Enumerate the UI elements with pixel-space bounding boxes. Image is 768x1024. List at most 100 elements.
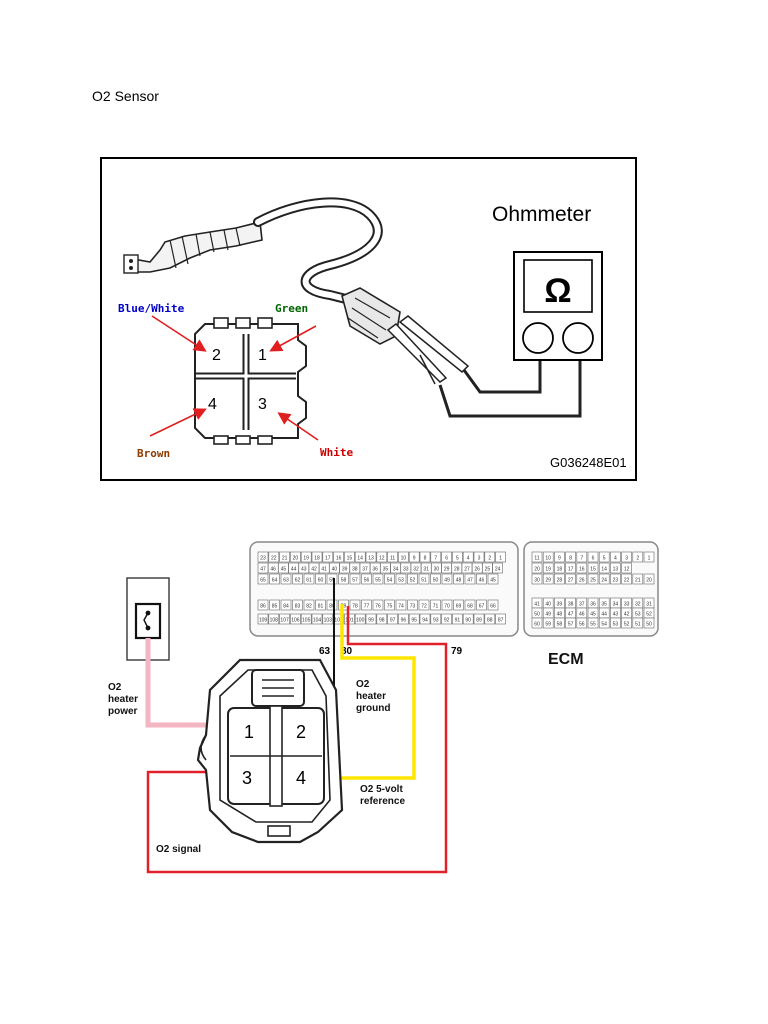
- ecm-pin-cell: [587, 573, 599, 585]
- ecm-pin-cell: [344, 613, 355, 625]
- ecm-pin-cell: [292, 599, 303, 611]
- label-heater-power-3: power: [108, 706, 138, 717]
- ecm-pin-number: 46: [479, 578, 485, 584]
- ecm-pin-cell: [322, 613, 334, 625]
- ecm-pin-number: 41: [534, 602, 540, 608]
- ecm-pin-number: 41: [321, 567, 327, 573]
- label-green: Green: [275, 302, 308, 315]
- ecm-pin-cell: [376, 551, 388, 563]
- ecm-pin-cell: [300, 613, 312, 625]
- ecm-pin-number: 23: [613, 578, 619, 584]
- ecm-pin-cell: [610, 562, 621, 574]
- ecm-pin-cell: [565, 573, 576, 585]
- ecm-pin-number: 46: [270, 567, 276, 573]
- ecm-pin-number: 45: [590, 612, 596, 618]
- label-blue-white: Blue/White: [118, 302, 185, 315]
- ecm-pin-cell: [453, 573, 464, 585]
- ecm-pin-number: 89: [476, 618, 482, 624]
- label-brown: Brown: [137, 447, 170, 460]
- ecm-pin-cell: [632, 551, 644, 563]
- fig2-pin-1: 1: [244, 722, 254, 742]
- ecm-pin-number: 16: [579, 567, 585, 573]
- ecm-pin-number: 48: [456, 578, 462, 584]
- ecm-pin-number: 10: [545, 556, 551, 562]
- ecm-pin-number: 56: [364, 578, 370, 584]
- ecm-pin-cell: [311, 551, 323, 563]
- ecm-pin-number: 13: [368, 556, 374, 562]
- wire-color-callouts: Blue/White Green Brown White: [118, 302, 353, 460]
- ecm-pin-cell: [531, 573, 543, 585]
- arrow-pin-4: [149, 408, 207, 437]
- ecm-pin-number: 4: [614, 556, 617, 562]
- ecm-pin-cell: [587, 617, 599, 629]
- ecm-pin-cell: [542, 573, 554, 585]
- ecm-pin-number: 22: [624, 578, 630, 584]
- label-white: White: [320, 446, 353, 459]
- ecm-pin-cell: [598, 562, 610, 574]
- ecm-pin-number: 36: [372, 567, 378, 573]
- ecm-pin-number: 62: [295, 578, 301, 584]
- ecm-pin-cell: [554, 573, 565, 585]
- ecm-pin-number: 2: [636, 556, 639, 562]
- label-5v-reference-1: O2 5-volt: [360, 784, 403, 795]
- ecm-pin-cell: [621, 551, 632, 563]
- ecm-pin-number: 84: [283, 604, 289, 610]
- ecm-pin-number: 67: [479, 604, 485, 610]
- ecm-pin-number: 1: [648, 556, 651, 562]
- ecm-pin-number: 6: [445, 556, 448, 562]
- ecm-pin-cell: [280, 599, 292, 611]
- ecm-pin-cell: [376, 613, 388, 625]
- ecm-pin-cell: [408, 551, 420, 563]
- ecm-pin-number: 87: [498, 618, 504, 624]
- ecm-pin-number: 14: [357, 556, 363, 562]
- ecm-pin-cell: [531, 551, 543, 563]
- ecm-pin-cell: [542, 617, 554, 629]
- label-o2-signal: O2 signal: [156, 844, 201, 855]
- ecm-pin-cell: [554, 562, 565, 574]
- arrow-pin-2: [151, 315, 207, 352]
- ecm-pin-cell: [495, 551, 506, 563]
- ecm-pin-number: 47: [260, 567, 266, 573]
- ecm-pin-number: 98: [379, 618, 385, 624]
- ecm-pin-number: 29: [545, 578, 551, 584]
- ecm-pin-number: 66: [490, 604, 496, 610]
- ecm-pin-number: 7: [580, 556, 583, 562]
- ecm-pin-number: 16: [336, 556, 342, 562]
- ecm-pin-cell: [311, 613, 323, 625]
- ecm-pin-number: 53: [635, 612, 641, 618]
- ecm-pin-cell: [349, 573, 361, 585]
- ecm-pin-number: 100: [356, 618, 365, 624]
- ecm-pin-cell: [372, 599, 384, 611]
- ecm-pin-cell: [257, 613, 269, 625]
- ecm-pin-number: 80: [329, 604, 335, 610]
- ecm-pin-cell: [476, 573, 487, 585]
- ecm-pin-number: 17: [568, 567, 574, 573]
- meter-jack-left: [522, 322, 554, 354]
- ecm-pin-number: 35: [383, 567, 389, 573]
- ecm-pin-cell: [395, 599, 407, 611]
- ecm-pin-cell: [384, 573, 395, 585]
- ecm-pin-number: 42: [311, 567, 317, 573]
- fig2-pin-2: 2: [296, 722, 306, 742]
- ecm-pin-cell: [407, 599, 418, 611]
- ecm-pin-cell: [495, 613, 506, 625]
- ecm-pin-number: 10: [401, 556, 407, 562]
- ecm-pin-number: 61: [306, 578, 312, 584]
- ecm-pin-number: 53: [398, 578, 404, 584]
- ecm-pin-number: 40: [332, 567, 338, 573]
- ecm-pin-cell: [303, 573, 315, 585]
- ecm-pin-cell: [279, 613, 290, 625]
- ecm-pin-number: 20: [293, 556, 299, 562]
- figure-ohmmeter-test: Ohmmeter Ω 2 1 4 3 Blue/White Green: [100, 157, 637, 481]
- ecm-pin-number: 20: [534, 567, 540, 573]
- ecm-pin-number: 25: [485, 567, 491, 573]
- ecm-pin-cell: [453, 599, 464, 611]
- ecm-pin-number: 94: [422, 618, 428, 624]
- ecm-pin-number: 82: [306, 604, 312, 610]
- ecm-pin-number: 8: [569, 556, 572, 562]
- fig1-pin-3: 3: [258, 396, 267, 413]
- ecm-pin-number: 52: [624, 622, 630, 628]
